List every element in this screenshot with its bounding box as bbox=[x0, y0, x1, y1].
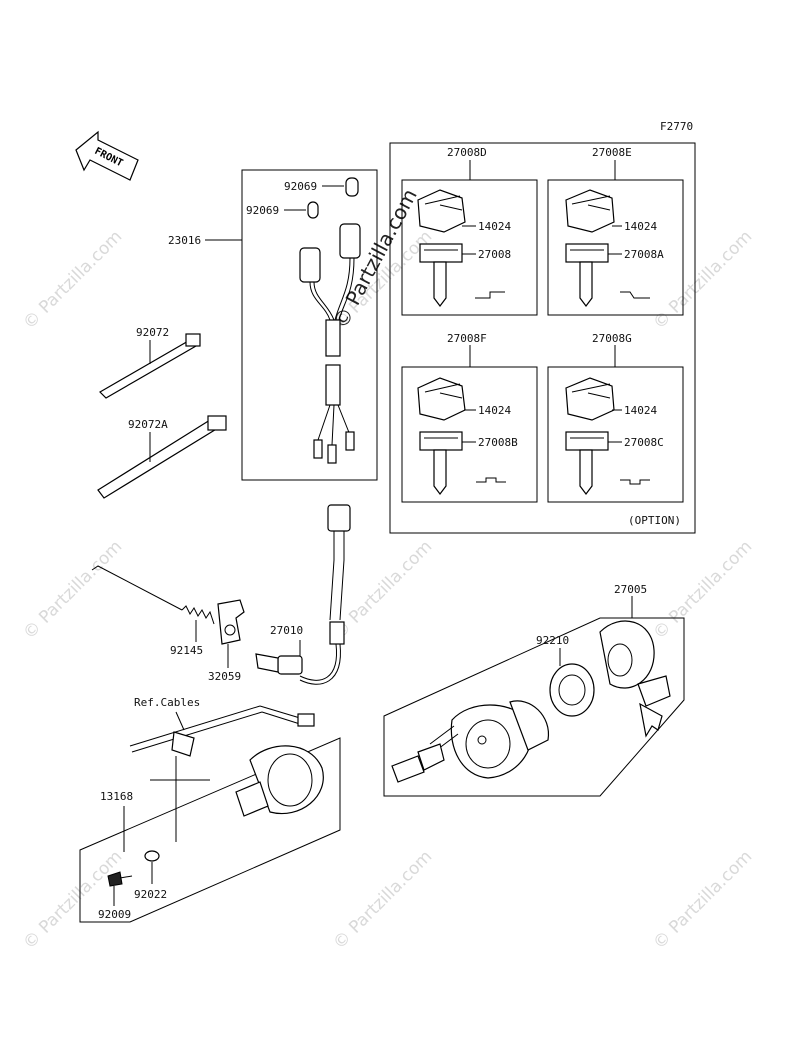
cable-tie-92072A: 92072A bbox=[97, 415, 227, 499]
part-label-27008B: 27008B bbox=[478, 436, 518, 449]
part-label-92072: 92072 bbox=[136, 326, 169, 339]
watermark: © Partzilla.com bbox=[19, 847, 126, 954]
part-label-27008E: 27008E bbox=[592, 146, 632, 159]
part-label-13168: 13168 bbox=[100, 790, 133, 803]
key-option-panel: 27008D 27008E 27008F 27008G (OPTION) 140… bbox=[389, 142, 696, 534]
part-label-14024: 14024 bbox=[624, 404, 657, 417]
watermark: © Partzilla.com bbox=[649, 227, 756, 334]
key-set-27008D: 14024 27008 bbox=[417, 189, 511, 307]
part-label-32059: 32059 bbox=[208, 670, 241, 683]
part-label-27008C: 27008C bbox=[624, 436, 664, 449]
part-label-27010: 27010 bbox=[270, 624, 303, 637]
cable-tie-92072: 92072 bbox=[99, 326, 201, 399]
reference-label: Ref.Cables bbox=[134, 696, 200, 709]
part-label-92072A: 92072A bbox=[128, 418, 168, 431]
watermark-layer: © Partzilla.com © Partzilla.com © Partzi… bbox=[19, 185, 756, 954]
part-label-14024: 14024 bbox=[478, 404, 511, 417]
clip-32059: 32059 bbox=[208, 599, 245, 683]
watermark: © Partzilla.com bbox=[19, 227, 126, 334]
part-label-92069: 92069 bbox=[246, 204, 279, 217]
option-label: (OPTION) bbox=[628, 514, 681, 527]
part-label-23016: 23016 bbox=[168, 234, 201, 247]
part-label-92069: 92069 bbox=[284, 180, 317, 193]
watermark: © Partzilla.com bbox=[329, 847, 436, 954]
watermark: © Partzilla.com bbox=[19, 537, 126, 644]
part-label-14024: 14024 bbox=[478, 220, 511, 233]
part-label-92009: 92009 bbox=[98, 908, 131, 921]
ref-cables-assembly: Ref.Cables 13168 92022 92009 bbox=[79, 696, 341, 923]
figure-code: F2770 bbox=[660, 120, 693, 133]
part-label-92022: 92022 bbox=[134, 888, 167, 901]
ignition-switch-27005: 27005 92210 bbox=[383, 583, 685, 797]
watermark: © Partzilla.com bbox=[329, 537, 436, 644]
front-arrow-icon: FRONT bbox=[75, 130, 139, 181]
part-label-27008A: 27008A bbox=[624, 248, 664, 261]
key-set-27008F: 14024 27008B bbox=[417, 377, 518, 495]
part-label-92145: 92145 bbox=[170, 644, 203, 657]
part-label-27008: 27008 bbox=[478, 248, 511, 261]
switch-27010: 27010 bbox=[255, 504, 351, 685]
part-label-14024: 14024 bbox=[624, 220, 657, 233]
part-label-27008G: 27008G bbox=[592, 332, 632, 345]
watermark: © Partzilla.com bbox=[649, 537, 756, 644]
key-set-27008E: 14024 27008A bbox=[565, 189, 664, 307]
spring-92145: 92145 bbox=[91, 565, 215, 657]
part-label-92210: 92210 bbox=[536, 634, 569, 647]
part-label-27008D: 27008D bbox=[447, 146, 487, 159]
watermark: © Partzilla.com bbox=[649, 847, 756, 954]
key-set-27008G: 14024 27008C bbox=[565, 377, 664, 495]
wiring-harness-23016: 23016 92069 92069 bbox=[168, 169, 378, 481]
part-label-27005: 27005 bbox=[614, 583, 647, 596]
part-label-27008F: 27008F bbox=[447, 332, 487, 345]
